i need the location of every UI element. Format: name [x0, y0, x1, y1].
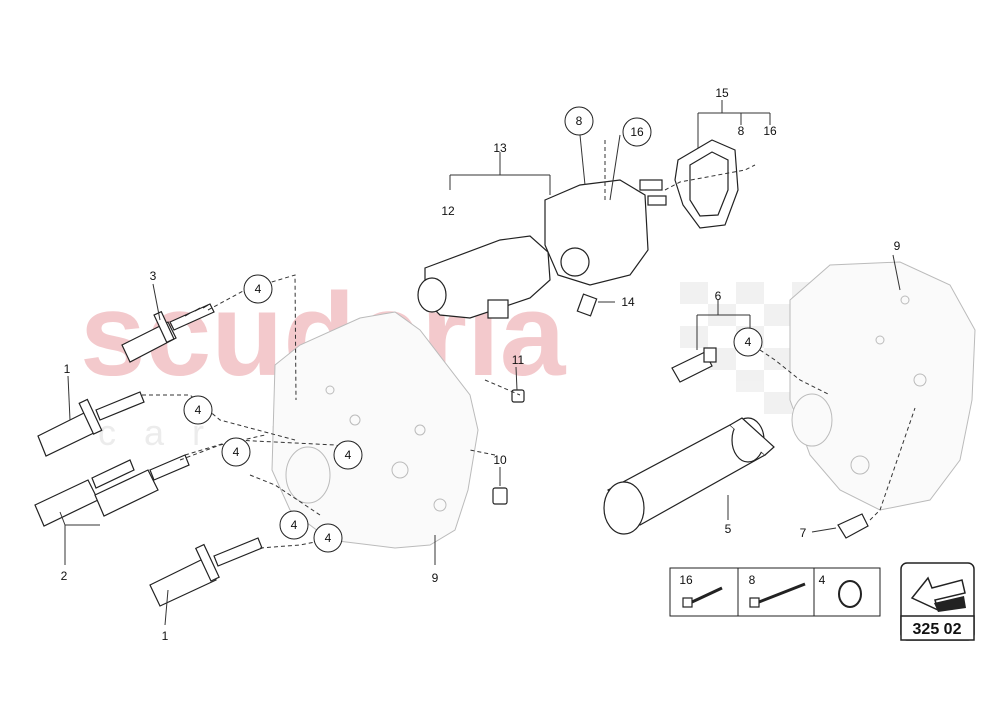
svg-text:4: 4	[291, 518, 298, 532]
callout-10: 10	[493, 453, 507, 467]
callout-13: 13	[493, 141, 507, 155]
callout-4-e: 4	[279, 510, 309, 540]
callout-7: 7	[800, 526, 807, 540]
callout-11: 11	[512, 353, 525, 367]
sensor-6	[671, 347, 717, 383]
callout-16-a: 16	[622, 117, 652, 147]
callout-8-b: 8	[738, 124, 745, 138]
callout-1-a: 1	[64, 362, 71, 376]
legend-item-4: 4	[819, 573, 826, 587]
svg-text:16: 16	[630, 125, 644, 139]
bolt-8-icon	[749, 582, 806, 608]
plug-10	[492, 487, 508, 505]
hardware-legend: 16 8 4	[669, 567, 881, 617]
legend-item-8: 8	[749, 573, 756, 587]
callout-9-a: 9	[432, 571, 439, 585]
callout-4-c: 4	[221, 437, 251, 467]
sensor-14	[576, 293, 598, 317]
callout-3: 3	[150, 269, 157, 283]
callout-5: 5	[725, 522, 732, 536]
callout-8-a: 8	[564, 106, 594, 136]
valve-body-left	[271, 311, 479, 549]
callout-1-b: 1	[162, 629, 169, 643]
svg-text:4: 4	[255, 282, 262, 296]
svg-text:4: 4	[345, 448, 352, 462]
callout-16-b: 16	[763, 124, 777, 138]
callout-4-g: 4	[733, 327, 763, 357]
callout-4-d: 4	[333, 440, 363, 470]
callout-9-b: 9	[894, 239, 901, 253]
solenoid-valve-1-lower	[149, 537, 263, 607]
leader-lines	[59, 100, 901, 626]
page-code-badge[interactable]: 325 02	[900, 562, 975, 641]
solenoid-valve-3	[121, 303, 215, 363]
callout-6: 6	[715, 289, 722, 303]
page-code: 325 02	[913, 621, 962, 638]
pump-assembly-8	[544, 179, 667, 286]
legend-item-16: 16	[679, 573, 693, 587]
actuator-motor-12	[417, 235, 551, 319]
solenoid-valve-1-upper	[37, 391, 145, 457]
svg-text:8: 8	[576, 114, 583, 128]
svg-text:4: 4	[233, 445, 240, 459]
sensor-7	[837, 513, 869, 539]
gasket-15	[674, 139, 739, 229]
callout-14: 14	[621, 295, 635, 309]
o-ring-4-icon	[838, 580, 862, 608]
plug-11	[511, 389, 525, 403]
filter-5	[603, 417, 775, 535]
bolt-16-icon	[682, 586, 723, 608]
callout-2: 2	[61, 569, 68, 583]
callout-4-b: 4	[183, 395, 213, 425]
callout-15: 15	[715, 86, 729, 100]
svg-text:4: 4	[745, 335, 752, 349]
svg-text:4: 4	[325, 531, 332, 545]
callout-12: 12	[441, 204, 455, 218]
dashed-assembly-lines	[142, 140, 916, 549]
callout-4-f: 4	[313, 523, 343, 553]
callout-4-a: 4	[243, 274, 273, 304]
arrow-up-left-icon	[910, 576, 966, 612]
svg-text:4: 4	[195, 403, 202, 417]
solenoid-valve-2-b	[94, 454, 190, 517]
valve-body-right	[789, 261, 976, 511]
